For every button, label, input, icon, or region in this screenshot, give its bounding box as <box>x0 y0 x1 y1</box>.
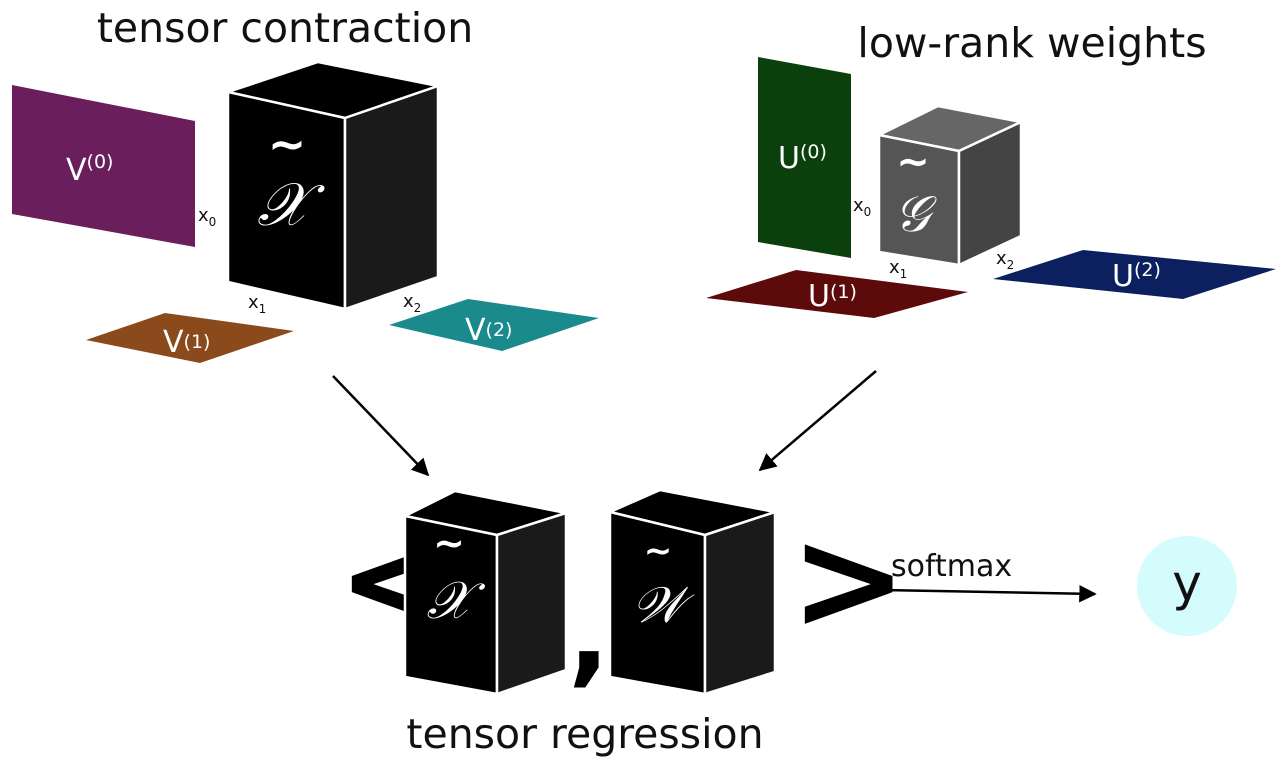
factor-u0-label: U(0) <box>778 141 827 176</box>
core-tensor-cube-side <box>957 120 1023 267</box>
regression-data-cube: ~ 𝒳 <box>403 489 568 696</box>
regression-data-cube-side <box>495 511 568 696</box>
factor-u1: U(1) <box>706 270 968 318</box>
factor-v1-plane <box>86 313 294 363</box>
core-tensor-cube: ~ 𝒢 <box>877 104 1023 267</box>
factor-v2: V(2) <box>389 299 599 351</box>
output-circle <box>1137 536 1237 636</box>
softmax-label: softmax <box>891 549 1012 584</box>
factor-v0: V(0) <box>12 85 195 247</box>
factor-u2-label: U(2) <box>1112 259 1161 294</box>
factor-v0-label: V(0) <box>66 151 113 188</box>
factor-v1: V(1) <box>86 313 294 363</box>
data-tensor-tilde: ~ <box>268 117 307 171</box>
inner-product-close-bracket: > <box>790 499 907 662</box>
regression-weight-cube: ~ 𝒲 <box>608 488 777 696</box>
factor-u2-plane <box>993 250 1276 299</box>
mode-label-right-x0: x0 <box>853 195 871 219</box>
mode-label-left-x2: x2 <box>403 291 421 315</box>
mode-label-right-x2: x2 <box>996 248 1014 272</box>
factor-v1-label: V(1) <box>163 325 210 360</box>
title-low-rank-weights: low-rank weights <box>857 19 1206 67</box>
mode-label-right-x1: x1 <box>889 257 907 281</box>
inner-product-comma: , <box>568 570 610 698</box>
regression-weight-tilde: ~ <box>644 531 673 571</box>
factor-u2: U(2) <box>993 250 1276 299</box>
regression-data-tilde: ~ <box>433 521 465 565</box>
data-tensor-cube: ~ 𝒳 <box>226 60 440 311</box>
factor-u1-plane <box>706 270 968 318</box>
mode-label-left-x1: x1 <box>248 292 266 316</box>
arrow-weights-to-regression <box>758 370 877 472</box>
factor-u0: U(0) <box>758 57 851 258</box>
regression-weight-cube-side <box>703 510 777 696</box>
output-label: y <box>1172 554 1202 612</box>
title-tensor-regression: tensor regression <box>406 710 763 757</box>
factor-u0-plane <box>758 57 851 258</box>
data-tensor-cube-side <box>343 84 440 311</box>
factor-v2-plane <box>389 299 599 351</box>
title-tensor-contraction: tensor contraction <box>97 4 473 52</box>
softmax-arrow <box>881 584 1097 603</box>
factor-u1-label: U(1) <box>808 279 857 314</box>
arrow-contraction-to-regression <box>332 375 430 477</box>
mode-label-left-x0: x0 <box>198 205 216 229</box>
core-tensor-tilde: ~ <box>896 139 930 185</box>
factor-v2-label: V(2) <box>465 313 512 348</box>
factor-v0-plane <box>12 85 195 247</box>
